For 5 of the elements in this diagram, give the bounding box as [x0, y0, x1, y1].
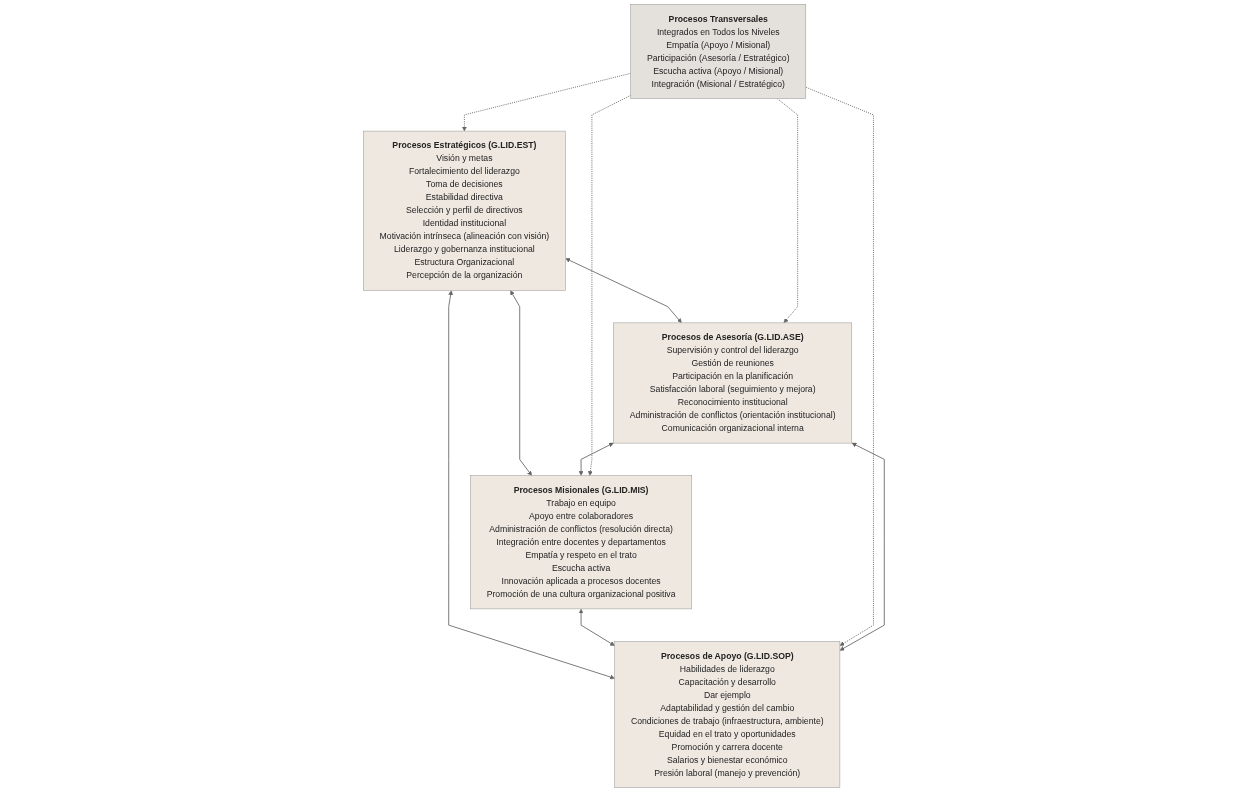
node-box: Procesos Transversales Integrados en Todos los Niveles Empatía (Apoyo / Misional) Participación (Asesoría / Estratégico) Escucha activa (Apoyo / Misional) Integración (Misional / Estratégico): [630, 4, 807, 99]
node-box: Procesos de Apoyo (G.LID.SOP) Habilidades de liderazgo Capacitación y desarrollo Dar ejemplo Adaptabilidad y gestión del cambio Condiciones de trabajo (infraestructura, ambiente) Equidad en el trato y oportunidades Promoción y carrera docente Salarios y bienestar económico Presión laboral (manejo y prevención): [614, 641, 841, 788]
node-box: Procesos Estratégicos (G.LID.EST) Visión y metas Fortalecimiento del liderazgo Toma de decisiones Estabilidad directiva Selección y perfil de directivos Identidad institucional Motivación intrínseca (alineación con visión) Liderazgo y gobernanza institucional Estructura Organizacional Percepción de la organización: [363, 130, 566, 291]
node-box: Procesos Misionales (G.LID.MIS) Trabajo en equipo Apoyo entre colaboradores Administración de conflictos (resolución directa) Integración entre docentes y departamentos Empatía y respeto en el trato Escucha activa Innovación aplicada a procesos docentes Promoción de una cultura organizacional positiva: [470, 475, 693, 610]
node-box: Procesos de Asesoría (G.LID.ASE) Supervisión y control del liderazgo Gestión de reuniones Participación en la planificación Satisfacción laboral (seguimiento y mejora) Reconocimiento institucional Administración de conflictos (orientación institucional) Comunicación organizacional interna: [613, 322, 853, 444]
